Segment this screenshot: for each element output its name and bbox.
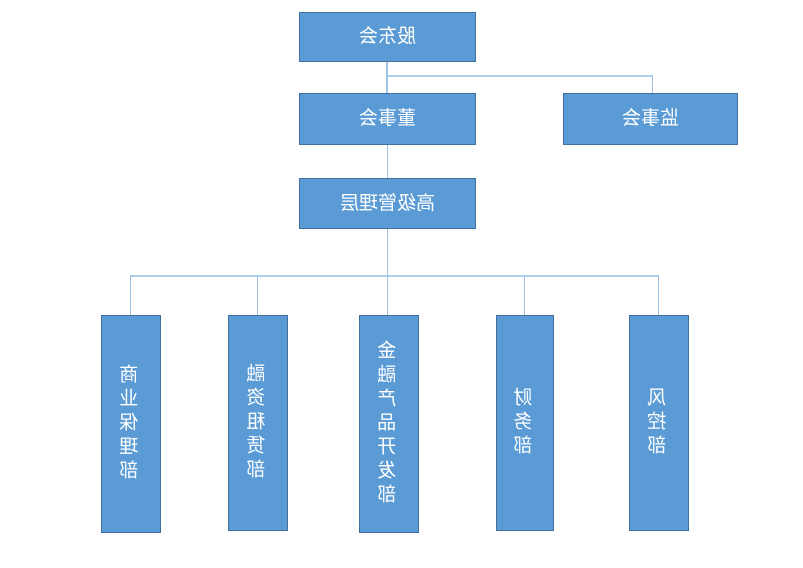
connector-to-dept-3 [387,275,388,315]
connector-level2-bus [386,75,653,77]
node-senior-management[interactable]: 高级管理层 [299,178,476,229]
connector-to-dept-4 [257,275,258,315]
node-department-financial-product-development[interactable]: 金融产品开发部 [359,315,419,533]
node-board-of-directors-label: 董事会 [359,107,417,130]
connector-to-supervisors [652,75,653,94]
connector-departments-bus [131,275,659,277]
node-shareholders-meeting-label: 股东会 [359,25,417,48]
connector-shareholders-down [386,62,388,76]
node-senior-management-label: 高级管理层 [340,191,436,214]
node-department-financial-product-development-label: 金融产品开发部 [377,340,400,508]
node-department-commercial-factoring[interactable]: 商业保理部 [101,315,161,533]
node-board-of-directors[interactable]: 董事会 [299,93,476,145]
node-department-finance[interactable]: 财务部 [496,315,554,531]
node-department-financial-leasing[interactable]: 融资租赁部 [228,315,288,531]
node-board-of-supervisors-label: 监事会 [622,107,680,130]
node-department-risk-control-label: 风控部 [647,387,670,459]
connector-to-directors [386,75,388,94]
connector-to-dept-2 [524,275,525,315]
connector-to-dept-1 [658,275,659,315]
node-shareholders-meeting[interactable]: 股东会 [299,12,476,62]
connector-to-dept-5 [130,275,131,315]
node-board-of-supervisors[interactable]: 监事会 [563,93,738,145]
node-department-risk-control[interactable]: 风控部 [629,315,689,531]
connector-directors-to-management [387,145,388,178]
node-department-financial-leasing-label: 融资租赁部 [246,363,269,483]
node-department-finance-label: 财务部 [513,387,536,459]
connector-management-down [387,229,388,276]
node-department-commercial-factoring-label: 商业保理部 [119,364,142,484]
